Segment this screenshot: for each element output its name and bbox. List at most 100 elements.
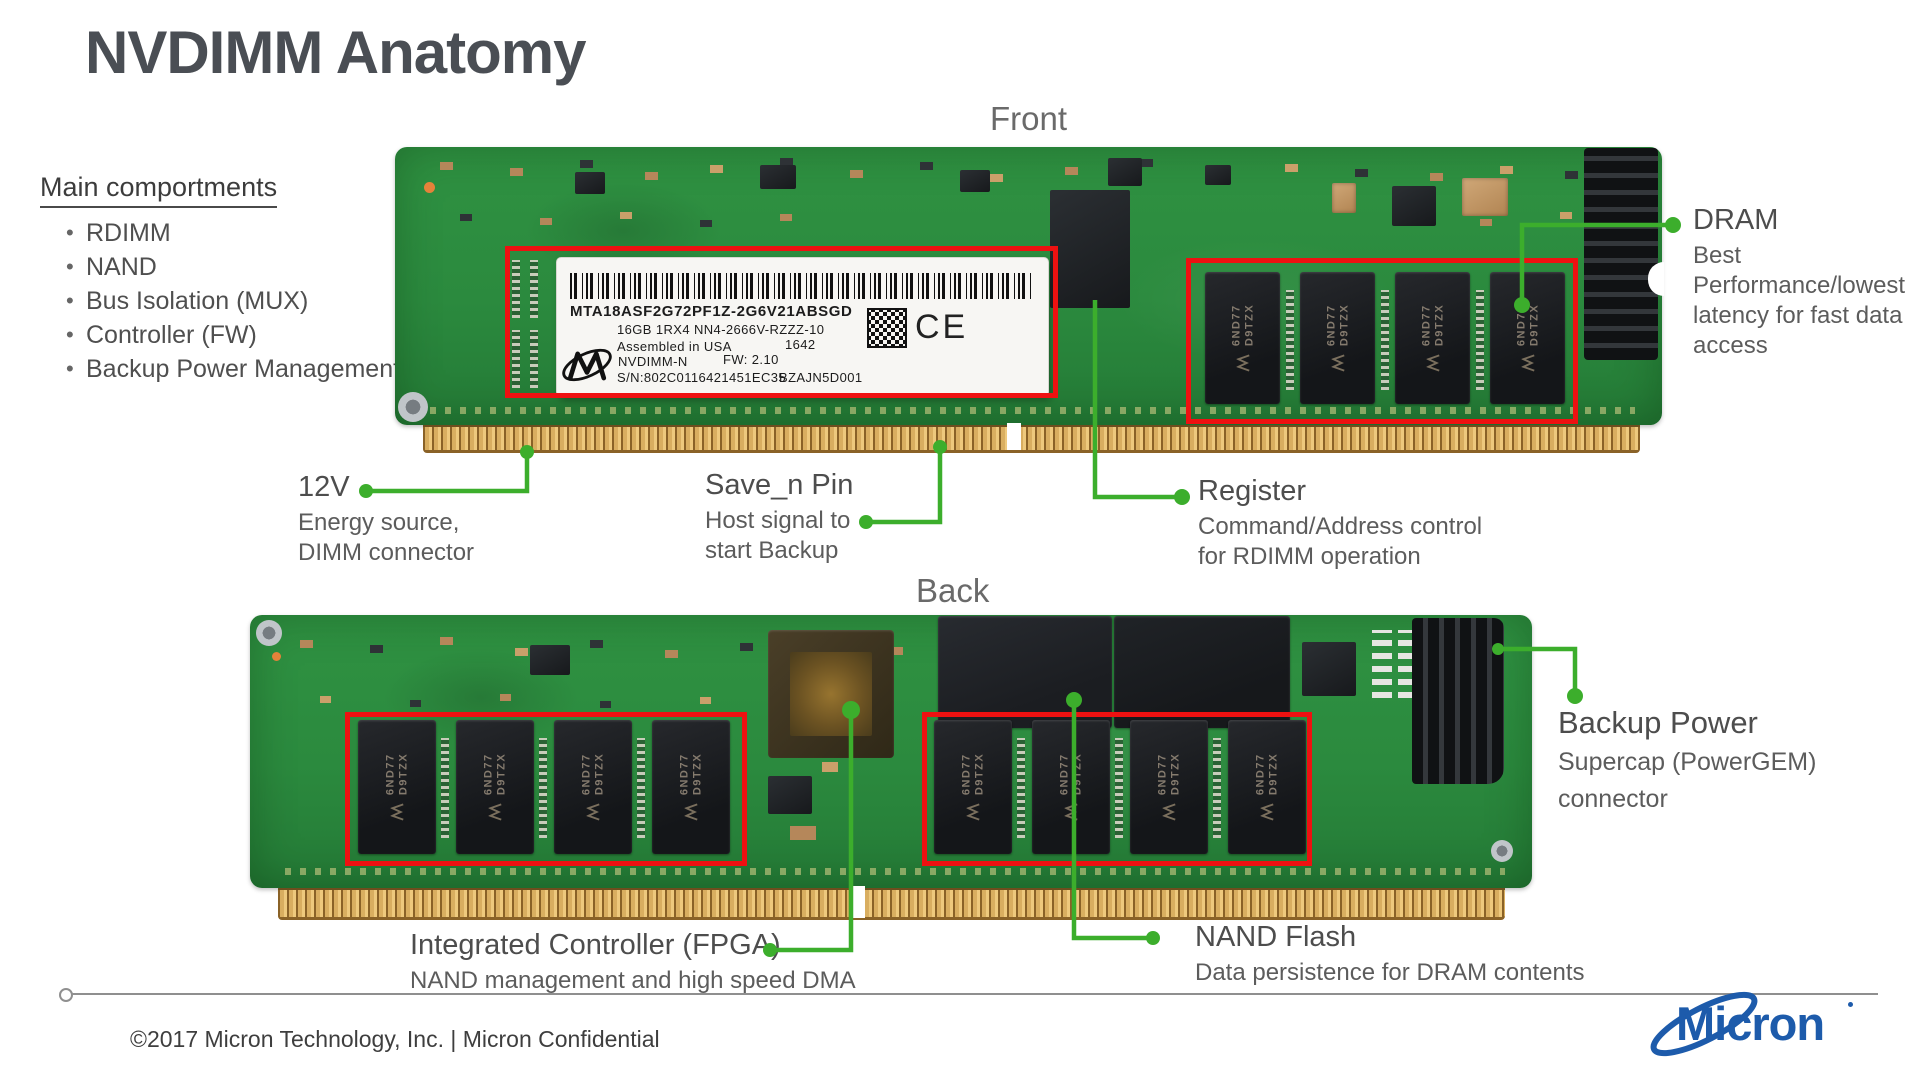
qr-code bbox=[867, 308, 907, 348]
micron-swoosh-logo-icon bbox=[559, 340, 615, 395]
gold-edge-pins bbox=[423, 425, 1640, 453]
code-text: BZAJN5D001 bbox=[779, 370, 863, 385]
via-strip bbox=[285, 868, 1505, 875]
micron-logo: Micron bbox=[1650, 991, 1882, 1062]
mounting-hole bbox=[1491, 840, 1513, 862]
micron-logo-icon bbox=[488, 803, 502, 821]
resistor-array bbox=[512, 260, 520, 318]
resistor-array bbox=[637, 738, 645, 838]
pmic-chip bbox=[1392, 186, 1436, 226]
resistor-array bbox=[1476, 290, 1484, 390]
annotation-nand-flash: NAND Flash Data persistence for DRAM con… bbox=[1195, 921, 1585, 986]
resistor-array bbox=[1017, 738, 1025, 838]
inductor bbox=[1332, 183, 1356, 213]
smd-components bbox=[320, 696, 331, 703]
smd-components bbox=[300, 640, 313, 648]
page-title: NVDIMM Anatomy bbox=[85, 19, 586, 86]
part-number-text: MTA18ASF2G72PF1Z-2G6V21ABSGD bbox=[570, 303, 853, 320]
ic-chip bbox=[760, 165, 796, 189]
compartment-item: Bus Isolation (MUX) bbox=[40, 284, 400, 318]
model-text: NVDIMM-N bbox=[618, 354, 688, 369]
ce-mark: CE bbox=[915, 308, 969, 346]
micron-logo-icon bbox=[1260, 803, 1274, 821]
fpga-die bbox=[790, 652, 872, 736]
annotation-register: Register Command/Address control for RDI… bbox=[1198, 475, 1483, 570]
smd-components bbox=[790, 826, 816, 840]
assembled-text: Assembled in USA bbox=[617, 339, 732, 354]
resistor-array bbox=[1381, 290, 1389, 390]
serial-text: S/N:802C0116421451EC35 bbox=[617, 370, 787, 385]
register-chip bbox=[1050, 190, 1130, 308]
inductor bbox=[1462, 178, 1508, 216]
smd-components bbox=[822, 762, 838, 772]
spd-chip bbox=[530, 645, 570, 675]
annotation-integrated-controller: Integrated Controller (FPGA) NAND manage… bbox=[410, 929, 856, 994]
pad-array bbox=[1372, 630, 1392, 698]
compartment-item: NAND bbox=[40, 250, 400, 284]
via-strip bbox=[430, 407, 1635, 414]
edge-connector bbox=[1584, 148, 1658, 360]
mounting-hole bbox=[256, 620, 282, 646]
annotation-12v: 12V Energy source, DIMM connector bbox=[298, 471, 475, 566]
fiducial-dot bbox=[424, 182, 435, 193]
date-code-text: 1642 bbox=[785, 337, 816, 352]
resistor-array bbox=[530, 260, 538, 318]
resistor-array bbox=[530, 330, 538, 388]
trademark-dot bbox=[1848, 1002, 1853, 1007]
barcode bbox=[570, 273, 1032, 299]
dram-highlight-box bbox=[345, 712, 747, 866]
capacity-text: 16GB 1RX4 NN4-2666V-RZZZ-10 bbox=[617, 322, 825, 337]
micron-logo-icon bbox=[586, 803, 600, 821]
smd-components bbox=[460, 214, 472, 221]
ic-chip bbox=[1205, 165, 1231, 185]
key-notch bbox=[1007, 423, 1021, 450]
label-highlight-box bbox=[505, 246, 1058, 398]
ic-chip bbox=[575, 172, 605, 194]
module-label-sticker: MTA18ASF2G72PF1Z-2G6V21ABSGD 16GB 1RX4 N… bbox=[557, 258, 1048, 396]
mux-chip bbox=[768, 776, 812, 814]
micron-orbit-icon bbox=[1650, 991, 1758, 1057]
annotation-dram: DRAM Best Performance/lowest latency for… bbox=[1693, 204, 1906, 359]
compartments-list: RDIMM NAND Bus Isolation (MUX) Controlle… bbox=[40, 216, 400, 386]
firmware-text: FW: 2.10 bbox=[723, 352, 779, 367]
compartment-item: Controller (FW) bbox=[40, 318, 400, 352]
annotation-save-n-pin: Save_n Pin Host signal to start Backup bbox=[705, 469, 854, 564]
resistor-array bbox=[1286, 290, 1294, 390]
backup-power-connector bbox=[1412, 618, 1504, 784]
divider-end-dot bbox=[59, 988, 73, 1002]
compartment-item: RDIMM bbox=[40, 216, 400, 250]
micron-logo-icon bbox=[1425, 354, 1439, 372]
main-compartments: Main comportments RDIMM NAND Bus Isolati… bbox=[40, 172, 400, 386]
key-notch bbox=[851, 886, 865, 918]
compartments-heading: Main comportments bbox=[40, 172, 278, 208]
ic-chip bbox=[960, 170, 990, 192]
smd-components bbox=[440, 162, 453, 170]
micron-logo-icon bbox=[1162, 803, 1176, 821]
micron-logo-icon bbox=[1330, 354, 1344, 372]
ic-chip bbox=[1302, 642, 1356, 696]
fiducial-dot bbox=[272, 652, 281, 661]
back-caption: Back bbox=[916, 572, 990, 609]
micron-logo-icon bbox=[1520, 354, 1534, 372]
dram-highlight-box bbox=[1186, 258, 1578, 424]
micron-logo-icon bbox=[1235, 354, 1249, 372]
resistor-array bbox=[512, 330, 520, 388]
ic-chip bbox=[1108, 158, 1142, 186]
resistor-array bbox=[539, 738, 547, 838]
mounting-hole bbox=[398, 392, 428, 422]
footer-text: ©2017 Micron Technology, Inc. | Micron C… bbox=[130, 1026, 660, 1052]
annotation-backup-power: Backup Power Supercap (PowerGEM) connect… bbox=[1558, 705, 1817, 814]
resistor-array bbox=[1213, 738, 1221, 838]
micron-logo-icon bbox=[966, 803, 980, 821]
micron-logo-icon bbox=[390, 803, 404, 821]
